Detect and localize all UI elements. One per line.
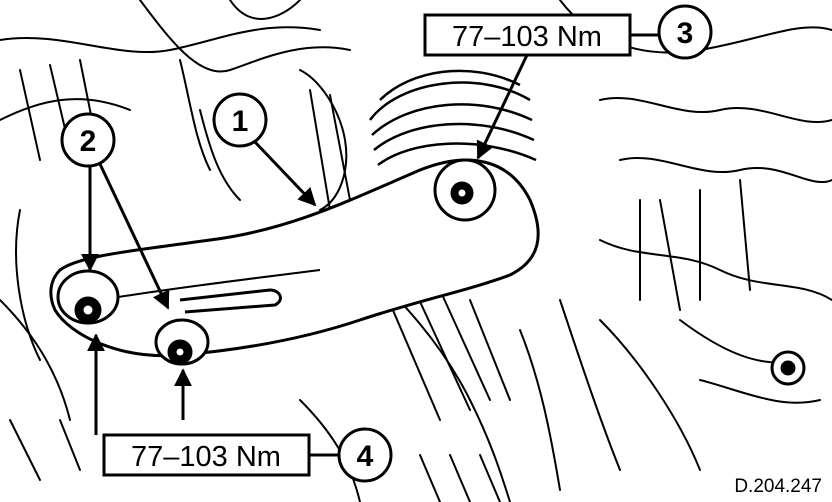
torque-value-bottom: 77–103 Nm bbox=[131, 441, 281, 473]
callout-1: 1 bbox=[212, 92, 317, 207]
bolt-middle bbox=[154, 318, 210, 366]
callout-4: 77–103 Nm 4 bbox=[87, 333, 393, 483]
control-arm bbox=[49, 158, 540, 358]
torque-box-top bbox=[423, 13, 632, 57]
torque-value-top: 77–103 Nm bbox=[452, 21, 602, 53]
svg-text:3: 3 bbox=[677, 17, 694, 50]
figure-reference: D.204.247 bbox=[734, 476, 822, 497]
bolt-upper bbox=[433, 158, 497, 222]
svg-text:1: 1 bbox=[232, 105, 249, 138]
svg-text:2: 2 bbox=[80, 125, 97, 158]
svg-text:4: 4 bbox=[357, 440, 374, 473]
bolt-left bbox=[56, 269, 120, 325]
bolt-right-small bbox=[770, 350, 806, 386]
callout-2: 2 bbox=[60, 112, 170, 310]
callout-3: 77–103 Nm 3 bbox=[423, 4, 713, 160]
